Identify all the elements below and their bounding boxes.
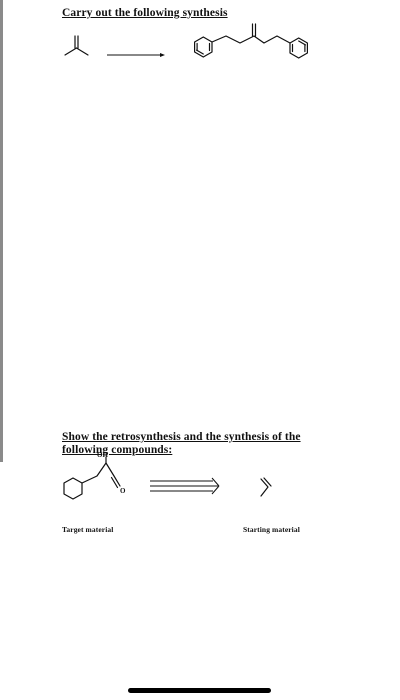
- target-material-label: Target material: [62, 525, 114, 534]
- retrosynthesis-heading: Show the retrosynthesis and the synthesi…: [62, 431, 301, 456]
- target-material-structure: [63, 456, 121, 500]
- synthesis-heading: Carry out the following synthesis: [62, 7, 228, 19]
- diphenyl-pentanone-structure: [194, 23, 308, 59]
- home-indicator-bar[interactable]: [128, 688, 271, 693]
- acetone-structure: [64, 35, 89, 56]
- oxygen-label: O: [120, 487, 126, 495]
- starting-material-label: Starting material: [243, 525, 300, 534]
- starting-material-structure: [260, 477, 272, 497]
- left-margin-rule: [0, 0, 3, 462]
- hydroxyl-label: OH: [97, 451, 108, 459]
- retrosynthesis-arrow: [150, 477, 220, 495]
- reaction-arrow: [107, 53, 165, 57]
